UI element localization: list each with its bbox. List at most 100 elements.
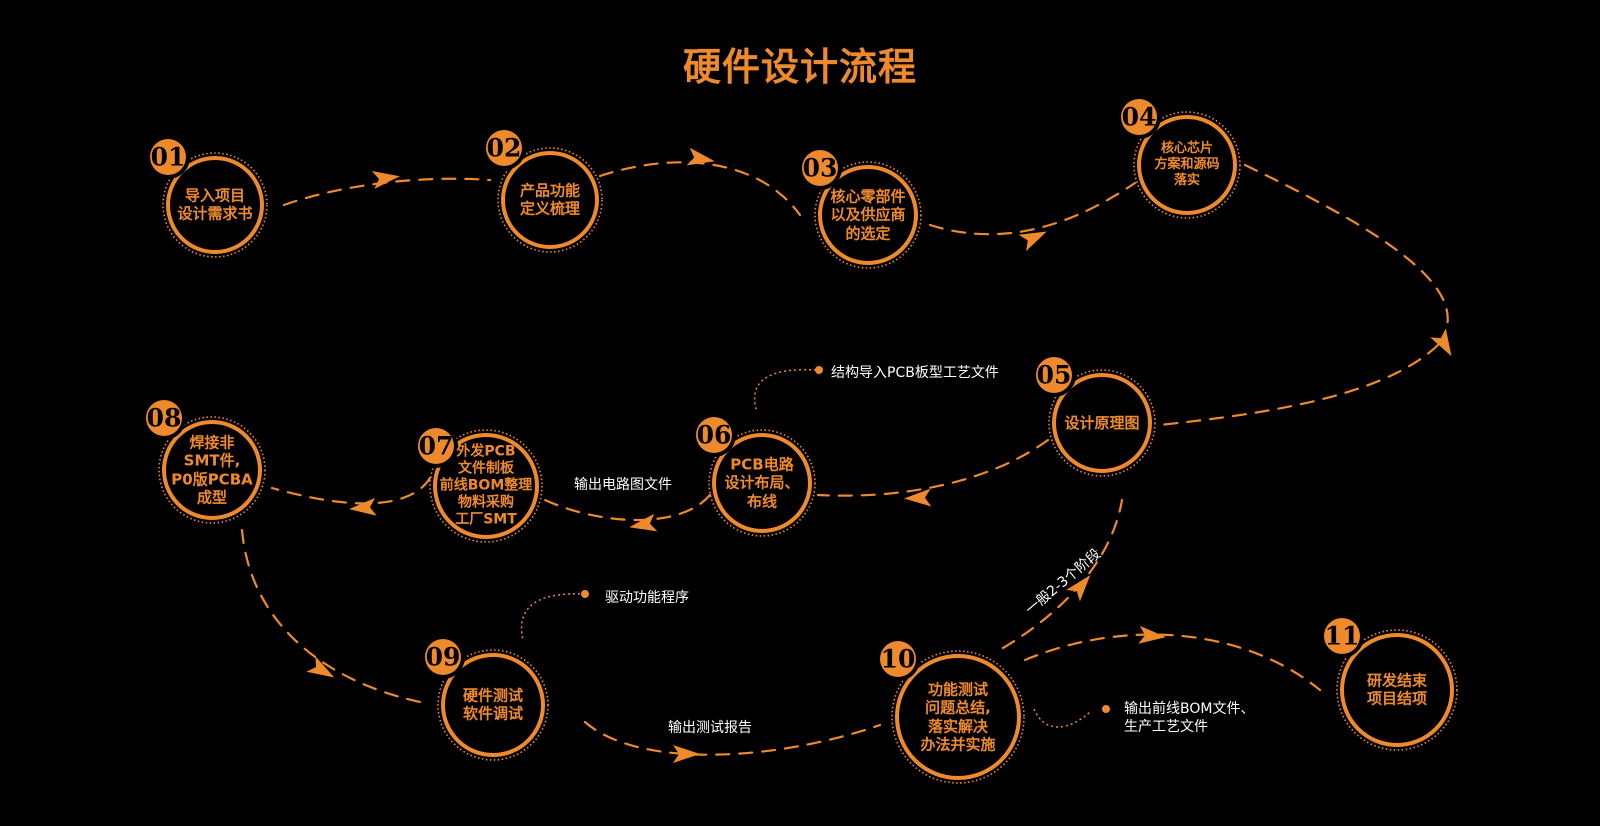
node-06-number: 06 [696,420,732,450]
arrow-10-05 [1066,575,1091,602]
connector-04-right [1243,163,1449,347]
node-10-label: 功能测试问题总结,落实解决办法并实施 [920,680,995,753]
node-07-number: 07 [418,431,454,461]
bullet-pcb-structure [815,366,823,374]
annotation-test-report: 输出测试报告 [668,720,752,736]
node-11-label: 研发结束项目结项 [1367,672,1427,709]
arrow-06-07 [629,513,658,532]
arrow-right [1430,328,1452,357]
annotation-circuit-output: 输出电路图文件 [574,477,672,493]
node-02-dotted-ring [497,147,603,253]
node-01-label-line: 导入项目 [184,186,246,205]
node-10-label-line: 落实解决 [927,717,989,735]
node-11-dotted-ring [1336,629,1458,751]
node-07-label-line: 文件制板 [457,460,514,477]
annotation-bom-line-2: 生产工艺文件 [1124,719,1208,736]
arrow-07-08 [349,497,377,516]
node-04-label: 核心芯片方案和源码落实 [1154,141,1219,189]
node-10-badge [880,641,916,677]
node-02-label-line: 产品功能 [519,181,581,200]
arrow-03-04 [1018,231,1047,252]
node-11-label-line: 项目结项 [1366,690,1428,708]
node-11-label-line: 研发结束 [1366,671,1428,690]
node-04-badge [1121,99,1157,135]
node-07-circle [433,433,539,539]
arrow-01-02 [371,171,400,189]
node-05-label-line: 设计原理图 [1064,413,1140,432]
node-06-dotted-ring [708,429,816,537]
leader-bom-output [1033,708,1091,728]
connector-09-10 [583,720,882,756]
node-09-label: 硬件测试软件调试 [463,687,523,724]
node-06-badge [696,417,732,453]
node-10-label-line: 办法并实施 [920,735,996,754]
node-04-label-line: 核心芯片 [1160,141,1214,157]
node-02-label: 产品功能定义梳理 [520,182,580,219]
node-07-label-line: 工厂SMT [455,511,517,528]
node-08-badge [146,400,182,436]
node-10-label-line: 功能测试 [927,680,989,699]
node-06-label: PCB电路设计布局、布线 [724,456,799,511]
node-03-label: 核心零部件以及供应商的选定 [830,188,905,243]
annotation-pcb-structure: 结构导入PCB板型工艺文件 [831,365,999,381]
node-06-label-line: PCB电路 [730,455,794,474]
node-02-label-line: 定义梳理 [519,200,581,218]
node-08-label-line: SMT件, [183,451,241,470]
node-02-badge [486,130,522,166]
node-01-badge [150,139,186,175]
node-11-badge [1324,618,1360,654]
leader-driver [520,593,586,641]
node-02-circle [501,151,599,249]
node-08-dotted-ring [158,416,266,524]
node-03-badge [802,150,838,186]
annotation-bom-output: 输出前线BOM文件、 生产工艺文件 [1124,700,1254,736]
node-11-circle [1340,633,1454,747]
node-07-dotted-ring [429,429,543,543]
connector-02-03 [598,161,802,217]
node-03-label-line: 核心零部件 [830,187,906,206]
node-08-circle [162,420,262,520]
node-04-label-line: 落实 [1173,172,1201,188]
arrow-02-03 [686,147,715,166]
arrow-09-10 [673,745,700,763]
node-06-circle [712,433,812,533]
arrow-10-11 [1138,625,1166,644]
node-03-number: 03 [802,153,838,183]
node-09-dotted-ring [437,649,549,761]
connector-right-05 [1158,343,1440,427]
node-03-dotted-ring [814,161,922,269]
node-09-label-line: 软件调试 [462,705,524,723]
node-04-dotted-ring [1133,111,1241,219]
node-01-number: 01 [150,142,186,172]
node-01-dotted-ring [162,152,268,258]
node-03-label-line: 以及供应商 [830,205,906,224]
node-06-label-line: 布线 [746,492,778,511]
node-10-circle [895,654,1021,780]
node-07-badge [418,428,454,464]
node-04-circle [1137,115,1237,215]
node-10-number: 10 [880,644,916,674]
node-03-circle [818,165,918,265]
node-07-label-line: 前线BOM整理 [439,477,533,494]
node-05-badge [1036,357,1072,393]
node-09-circle [441,653,545,757]
bullet-bom-output [1102,705,1110,713]
node-08-label-line: P0版PCBA [171,470,253,488]
connector-08-09 [240,528,422,704]
node-04-label-line: 方案和源码 [1154,157,1220,173]
node-08-label-line: 焊接非 [189,433,235,452]
arrow-05-06 [904,488,932,507]
node-01-label-line: 设计需求书 [177,205,253,223]
node-03-label-line: 的选定 [845,224,891,243]
connector-07-08 [270,476,432,505]
node-02-number: 02 [486,133,522,163]
page-title: 硬件设计流程 [682,45,917,89]
node-08-number: 08 [146,403,182,433]
node-05-circle [1052,373,1152,473]
node-09-badge [425,639,461,675]
node-07-label-line: 外发PCB [456,443,516,460]
node-10-dotted-ring [891,650,1025,784]
